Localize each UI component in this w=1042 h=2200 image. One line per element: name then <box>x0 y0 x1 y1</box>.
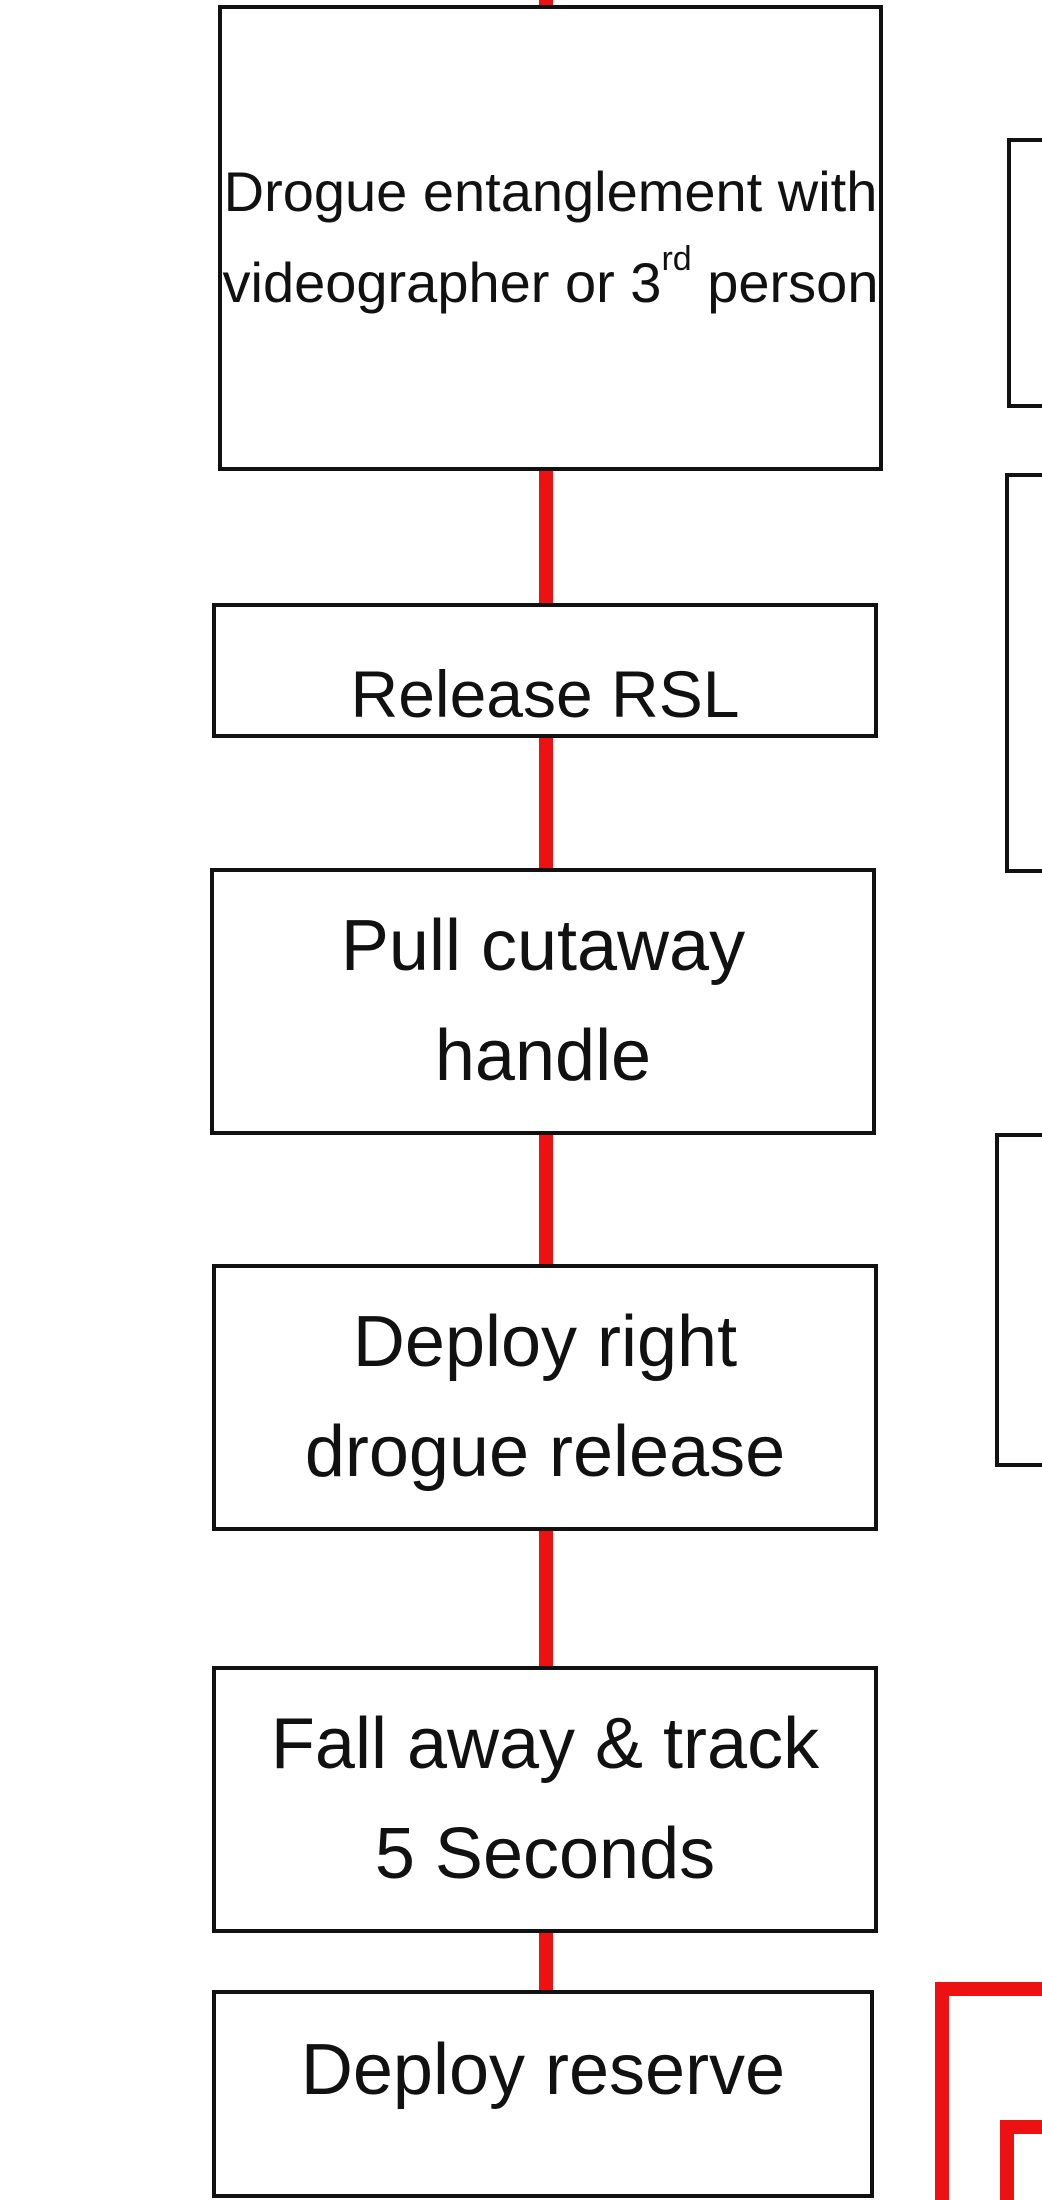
step-label-pull-cutaway: Pull cutaway handle <box>340 906 746 1096</box>
connector-4-5 <box>539 1528 553 1668</box>
step-label-deploy-reserve: Deploy reserve <box>300 2030 786 2110</box>
connector-3-4 <box>539 1132 553 1268</box>
side-box-3 <box>995 1133 1042 1467</box>
step-box-deploy-reserve: Deploy reserve <box>212 1990 874 2198</box>
side-box-2 <box>1005 473 1042 873</box>
connector-2-3 <box>539 736 553 872</box>
step-label-drogue-entanglement: Drogue entanglement with videographer or… <box>222 160 879 314</box>
step-box-release-rsl: Release RSL <box>212 603 878 738</box>
step-box-deploy-drogue-release: Deploy right drogue release <box>212 1264 878 1531</box>
side-box-red-inner <box>1000 2120 1042 2200</box>
step-label-deploy-drogue-release: Deploy right drogue release <box>304 1302 786 1492</box>
step-box-pull-cutaway: Pull cutaway handle <box>210 868 876 1135</box>
connector-1-2 <box>539 466 553 608</box>
side-box-1 <box>1007 138 1042 408</box>
step-box-fall-away: Fall away & track 5 Seconds <box>212 1666 878 1933</box>
step-label-release-rsl: Release RSL <box>350 657 740 732</box>
step-label-fall-away: Fall away & track 5 Seconds <box>270 1704 820 1894</box>
connector-top <box>539 0 553 8</box>
step-box-drogue-entanglement: Drogue entanglement with videographer or… <box>218 5 883 471</box>
connector-5-6 <box>539 1930 553 1994</box>
